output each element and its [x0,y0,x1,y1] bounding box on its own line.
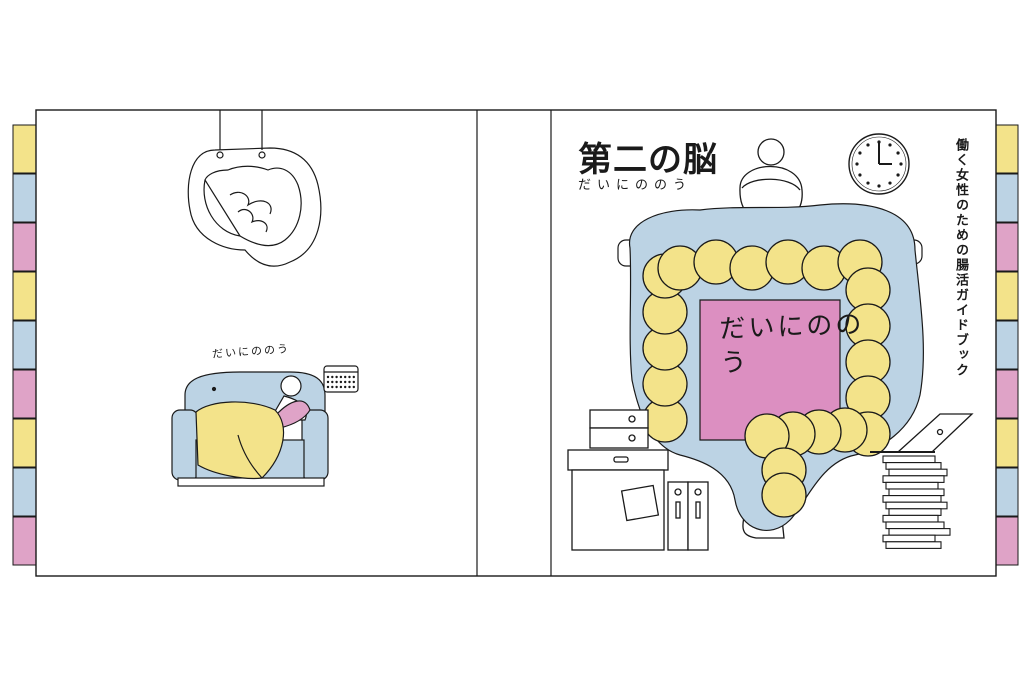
calendar-icon [326,375,355,389]
book-spine [882,514,939,523]
calendar-dot [326,380,330,384]
index-tab-right [995,516,1019,566]
index-tab-left [12,320,37,370]
book-spine [888,528,951,536]
calendar-dot [348,375,351,379]
index-tab-right [995,271,1019,321]
clock-tick [899,162,903,166]
clock-tick [888,143,892,147]
index-tabs-left [12,124,37,566]
index-tab-right [995,418,1019,468]
clock-tick [896,151,900,155]
index-tab-left [12,516,37,566]
book-spine [882,455,936,464]
colon-illustration [642,239,891,518]
calendar-dot [339,375,343,379]
clock-tick [866,143,870,147]
calendar-dot [348,380,351,384]
book-spine [882,475,945,483]
storage-boxes-illustration [567,409,709,551]
book-spine [885,462,942,470]
clock-ticks [855,140,903,188]
index-tab-right [995,320,1019,370]
clock-tick [877,184,881,188]
laptop-illustration [870,413,974,453]
book-stack-illustration [882,455,951,549]
index-tab-left [12,369,37,419]
index-tab-right [995,173,1019,223]
calendar-dot [331,385,334,389]
book-spine [885,481,939,490]
book-spine [888,488,945,497]
calendar-dot [344,385,347,389]
calendar-dot [326,375,330,379]
index-tab-right [995,369,1019,419]
index-tab-right [995,467,1019,517]
book-spine [882,495,942,503]
book-spine [885,501,948,510]
calendar-dot [335,380,338,384]
clock-tick [858,151,862,155]
index-tabs-right [995,124,1019,566]
calendar-dot [326,385,330,389]
index-tab-right [995,124,1019,174]
index-tab-left [12,222,37,272]
index-tab-left [12,418,37,468]
clock-tick [888,181,892,185]
calendar-dot [339,385,343,389]
index-tab-left [12,173,37,223]
calendar-dot [348,385,351,389]
calendar-dot [335,375,338,379]
calendar-dot [352,385,355,389]
book-subtitle: 働く女性のための腸活ガイドブック [953,138,968,378]
book-title: 第二の脳 [578,140,718,180]
colon-segment [761,472,807,518]
calendar-dot [331,380,334,384]
hanging-intestine-icon [187,110,322,267]
book-spine [885,541,942,549]
index-tab-left [12,467,37,517]
clock-tick [858,173,862,177]
book-title-reading: だいにののう [578,178,693,193]
book-spine [888,508,942,516]
calendar-dot [344,375,347,379]
clock-tick [896,173,900,177]
calendar-dot [331,375,334,379]
index-tab-right [995,222,1019,272]
index-tab-left [12,124,37,174]
book-spine [888,468,948,477]
calendar-dot [352,380,355,384]
sofa-scene-illustration [171,365,359,487]
clock-tick [877,140,881,144]
belly-lettering: だいにののう [718,309,865,379]
clock-icon [848,133,910,195]
calendar-dot [344,380,347,384]
calendar-dot [335,385,338,389]
clock-tick [866,181,870,185]
book-spine [885,521,945,530]
calendar-dot [352,375,355,379]
clock-tick [855,162,859,166]
book-spine [882,534,936,543]
index-tab-left [12,271,37,321]
calendar-dot [339,380,343,384]
